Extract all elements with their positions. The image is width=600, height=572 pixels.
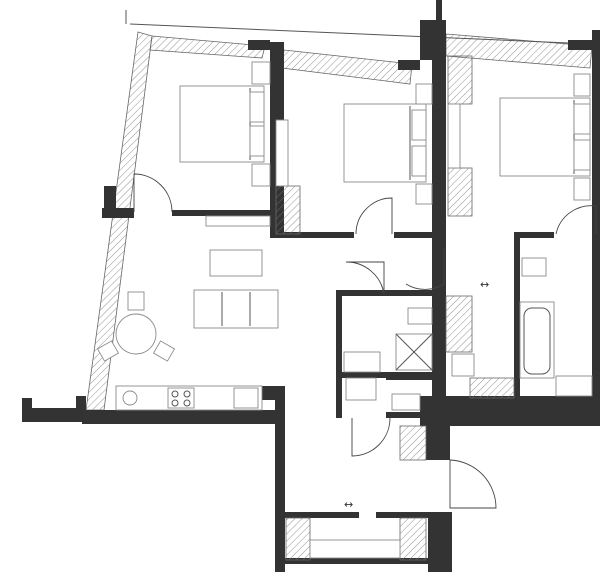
- storage: [399, 425, 427, 461]
- entrance-hall: [285, 425, 427, 561]
- bathtub: [519, 301, 555, 379]
- stove: [167, 387, 195, 409]
- desk: [447, 103, 461, 169]
- bathroom-3: [469, 257, 593, 399]
- washbasin: [555, 375, 593, 397]
- toilet: [391, 393, 421, 411]
- nightstand: [573, 177, 591, 201]
- exterior-glazing: [85, 10, 593, 411]
- bedroom-3: [447, 55, 591, 217]
- storage: [445, 295, 473, 353]
- dining-table: [115, 313, 157, 355]
- pillow: [573, 103, 591, 135]
- dining-chair: [96, 340, 120, 362]
- sofa: [193, 289, 279, 329]
- washbasin: [343, 351, 381, 373]
- tv-unit: [209, 249, 263, 277]
- living-room: [96, 249, 279, 362]
- bedroom-1: [179, 61, 271, 227]
- sliding-door-arrow: ↔: [480, 278, 489, 291]
- cabinet: [285, 517, 311, 561]
- nightstand: [415, 183, 433, 205]
- toilet: [521, 257, 547, 277]
- sliding-door-arrow: ↔: [344, 498, 353, 511]
- pillow: [411, 109, 427, 141]
- pillow: [249, 91, 265, 123]
- wardrobe: [275, 185, 301, 235]
- washer: [122, 390, 138, 406]
- kitchen: [115, 385, 263, 411]
- bathroom-1: [343, 295, 475, 377]
- washbasin: [345, 377, 377, 401]
- armchair: [127, 291, 145, 311]
- storage: [469, 377, 515, 399]
- sink: [233, 387, 259, 409]
- pillow: [573, 139, 591, 171]
- nightstand: [251, 163, 271, 187]
- bathroom-2: [345, 377, 421, 411]
- cabinet: [399, 517, 427, 561]
- toilet: [407, 307, 433, 325]
- desk: [275, 119, 289, 187]
- nightstand: [573, 73, 591, 97]
- pillow: [249, 125, 265, 157]
- washing-machine: [451, 353, 475, 377]
- nightstand: [251, 61, 271, 85]
- doors: [133, 173, 597, 509]
- wardrobe: [205, 215, 271, 227]
- bedroom-2: [275, 83, 433, 235]
- dining-chair: [152, 340, 176, 362]
- wardrobe: [447, 55, 473, 105]
- nightstand: [415, 83, 433, 105]
- wardrobe: [447, 167, 473, 217]
- pillow: [411, 145, 427, 177]
